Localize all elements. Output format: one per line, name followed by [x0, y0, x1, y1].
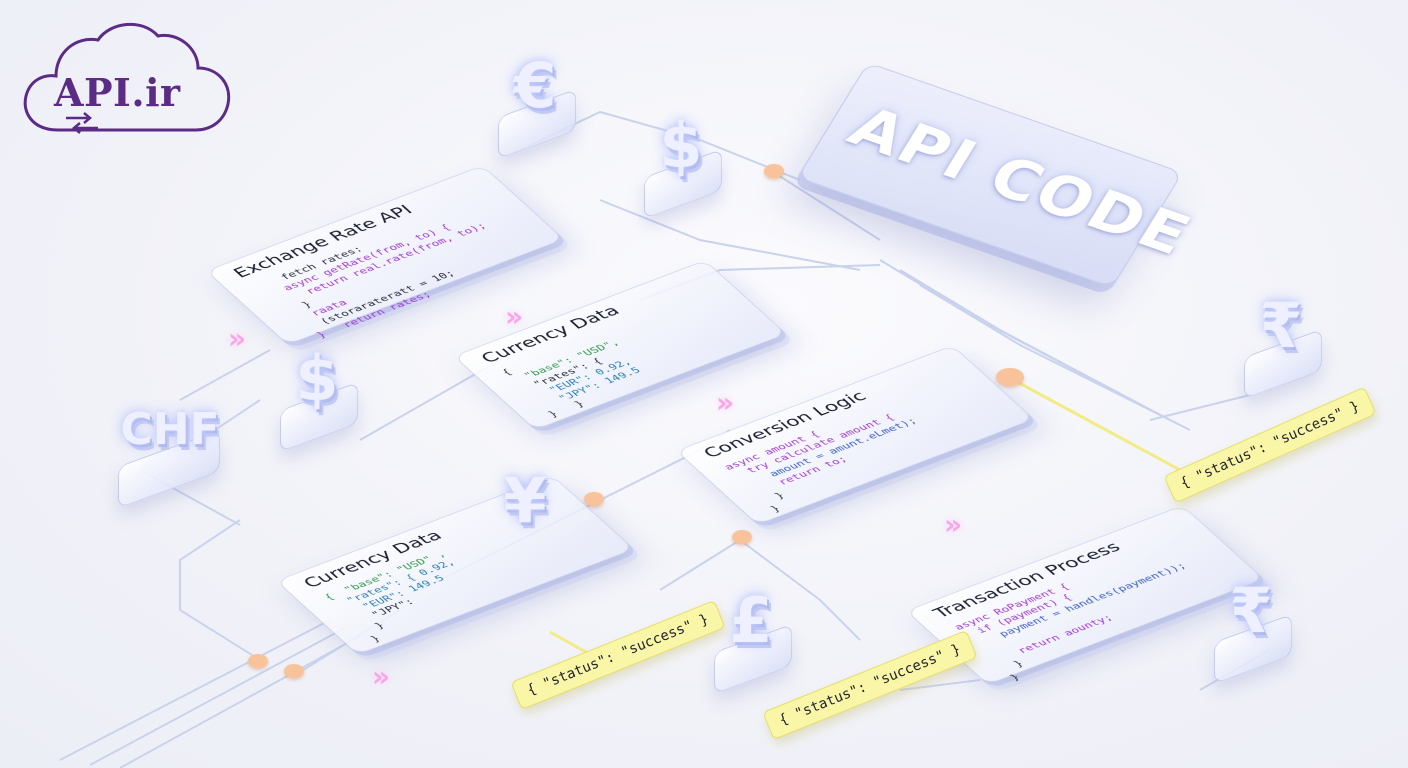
rupee-icon: ₹: [1259, 289, 1303, 362]
rupee-block-bottom: ₹: [1206, 574, 1296, 685]
yen-icon: ¥: [503, 464, 547, 537]
connector-node: [584, 492, 604, 506]
dollar-block-left: $: [272, 342, 362, 453]
rupee-block-top: ₹: [1236, 289, 1326, 400]
connector-node: [996, 368, 1024, 386]
rupee-icon: ₹: [1229, 574, 1273, 647]
franc-icon: CHF: [120, 404, 220, 455]
chevron-right-icon: »: [944, 508, 963, 541]
cloud-icon: [23, 22, 231, 134]
dollar-icon: $: [295, 342, 339, 415]
dollar-icon: $: [659, 109, 703, 182]
chf-block: CHF: [110, 400, 230, 509]
euro-icon: €: [513, 49, 557, 122]
chevron-left-icon: »: [372, 660, 391, 693]
logo-text: API.ir: [54, 70, 181, 115]
yen-block: ¥: [480, 464, 570, 560]
connector-node: [764, 164, 784, 178]
euro-block: €: [490, 49, 580, 160]
dollar-block-top: $: [636, 109, 726, 220]
chevron-right-icon: »: [716, 386, 735, 419]
chevron-right-icon: »: [505, 300, 524, 333]
logo: API.ir: [18, 18, 236, 142]
pound-icon: £: [729, 584, 773, 657]
pound-block: £: [706, 584, 796, 695]
chevron-right-icon: »: [228, 322, 247, 355]
connector-node: [248, 654, 268, 668]
connector-node: [284, 664, 304, 678]
connector-node: [732, 530, 752, 544]
